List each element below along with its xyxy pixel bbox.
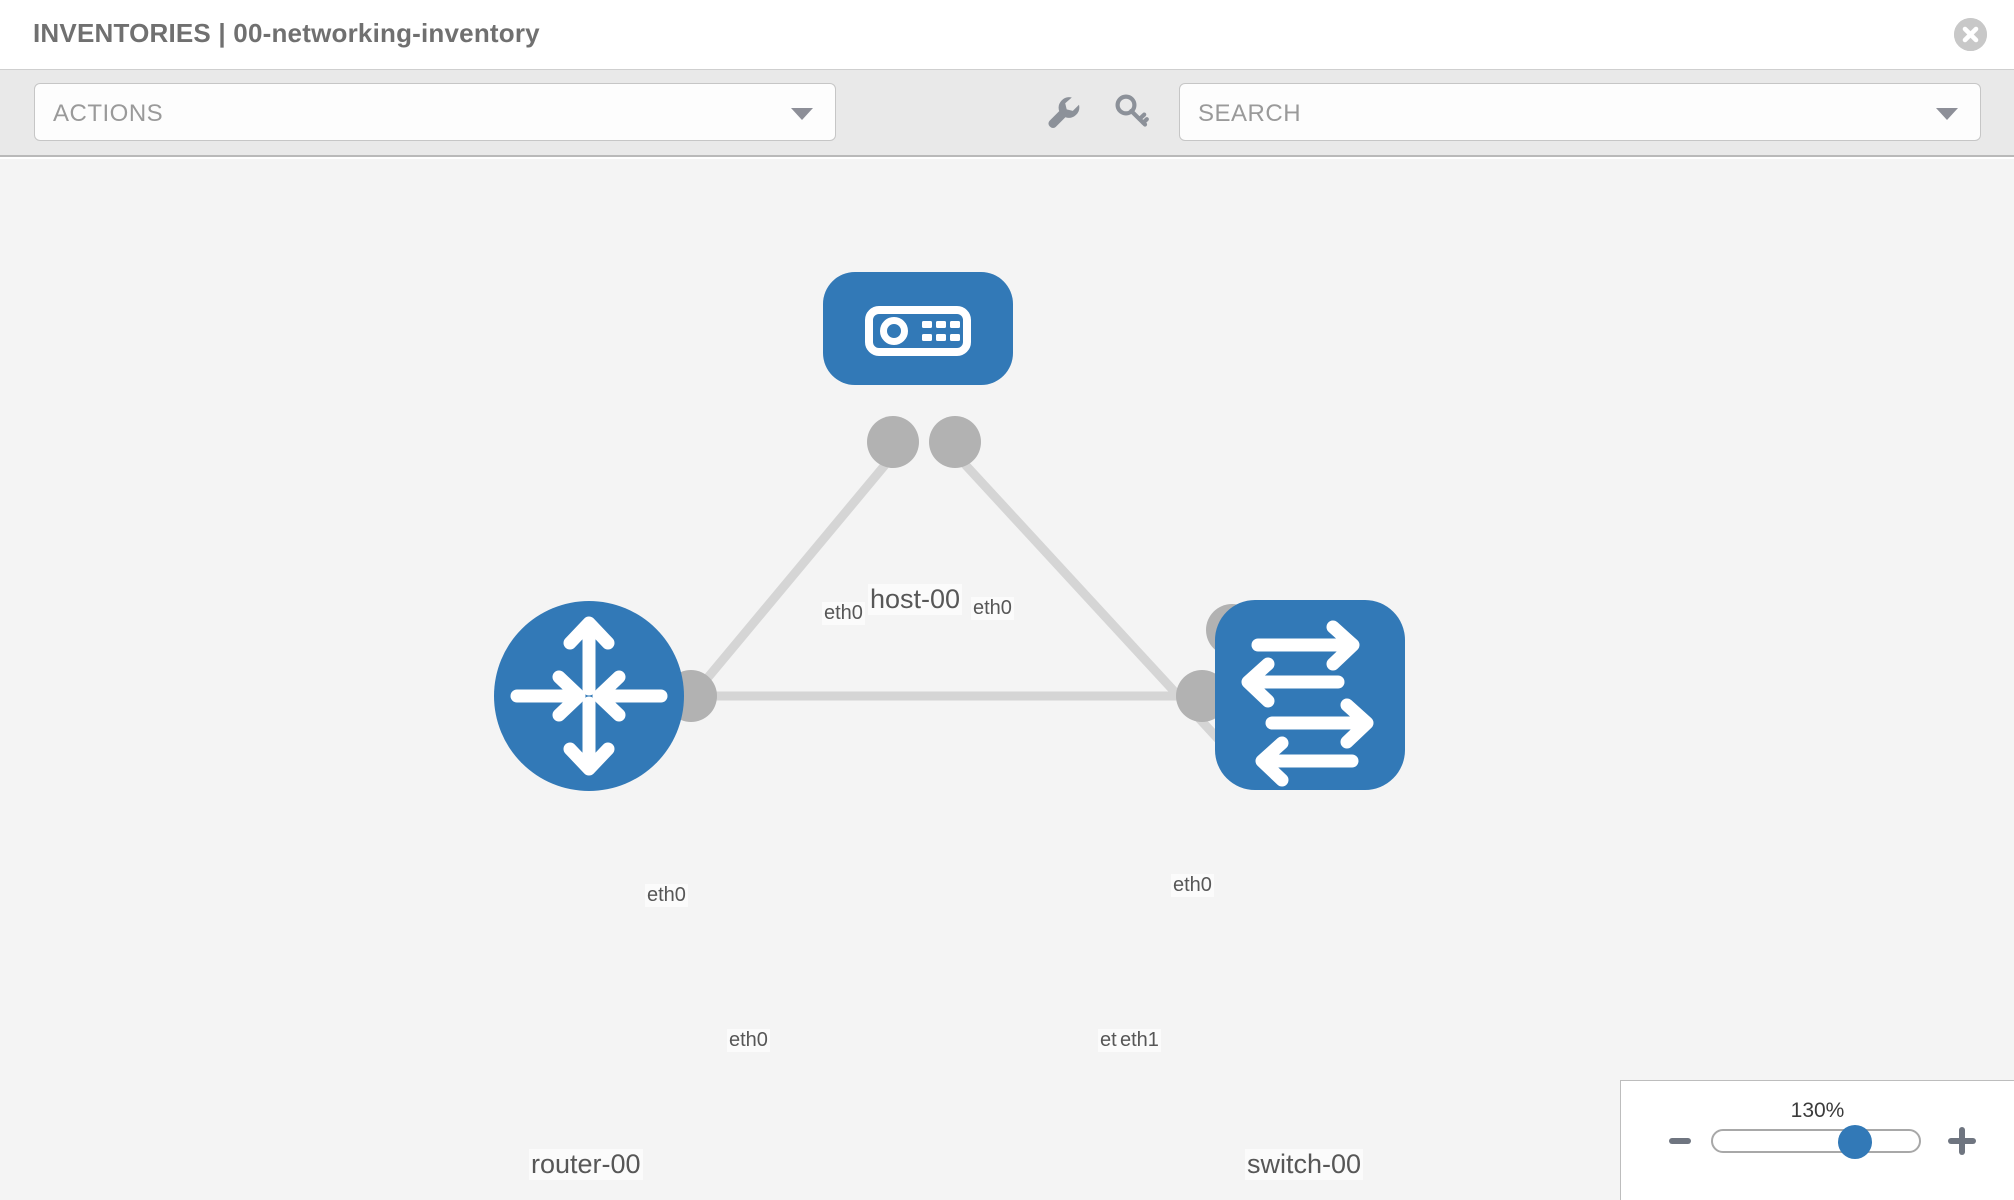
actions-dropdown[interactable]: ACTIONS: [34, 83, 836, 141]
search-chevron-down-icon[interactable]: [1936, 108, 1958, 120]
endpoint-host-left: [867, 416, 919, 468]
link-host-switch: [956, 455, 1259, 783]
node-host-00-shape: [823, 272, 1013, 385]
router-arrows-icon: [510, 616, 668, 776]
wrench-icon[interactable]: [1040, 90, 1084, 134]
topology-canvas[interactable]: eth0 eth0 eth0 eth0 eth0 eth eth1 host-0…: [0, 159, 2014, 1200]
search-placeholder: SEARCH: [1198, 100, 1302, 127]
search-input[interactable]: SEARCH: [1179, 83, 1981, 141]
zoom-level-value: 130%: [1790, 1099, 1845, 1122]
iface-label: eth0: [727, 1029, 770, 1052]
close-icon[interactable]: [1954, 18, 1987, 51]
node-label-host-00: host-00: [868, 584, 963, 615]
switch-arrows-icon: [1241, 620, 1374, 787]
iface-label: eth0: [1171, 874, 1214, 897]
zoom-in-button[interactable]: [1948, 1127, 1976, 1155]
zoom-slider-thumb[interactable]: [1838, 1125, 1872, 1159]
node-host-00: [823, 272, 1013, 385]
zoom-slider[interactable]: [1711, 1125, 1921, 1159]
topology-endpoints: [665, 416, 1258, 722]
chevron-down-icon: [791, 108, 813, 120]
zoom-out-button[interactable]: [1669, 1138, 1691, 1144]
page-title: INVENTORIES | 00-networking-inventory: [33, 18, 540, 48]
endpoint-host-right: [929, 416, 981, 468]
node-label-switch-00: switch-00: [1245, 1149, 1364, 1180]
actions-dropdown-label: ACTIONS: [53, 100, 164, 127]
topology-links: [636, 455, 1259, 783]
server-icon: [865, 306, 971, 356]
node-router-00: [494, 601, 684, 791]
zoom-control-panel: 130%: [1620, 1080, 2014, 1200]
node-switch-00: [1215, 600, 1405, 790]
iface-label: eth0: [971, 597, 1014, 620]
node-label-router-00: router-00: [529, 1149, 643, 1180]
page-header: INVENTORIES | 00-networking-inventory: [0, 0, 2014, 69]
topology-graph: [494, 272, 1405, 791]
node-router-00-shape: [494, 601, 684, 791]
iface-label: eth0: [645, 884, 688, 907]
key-icon[interactable]: [1110, 90, 1154, 134]
iface-label: eth1: [1118, 1029, 1161, 1052]
topology-toolbar: ACTIONS SEARCH: [0, 69, 2014, 157]
iface-label: eth0: [822, 602, 865, 625]
